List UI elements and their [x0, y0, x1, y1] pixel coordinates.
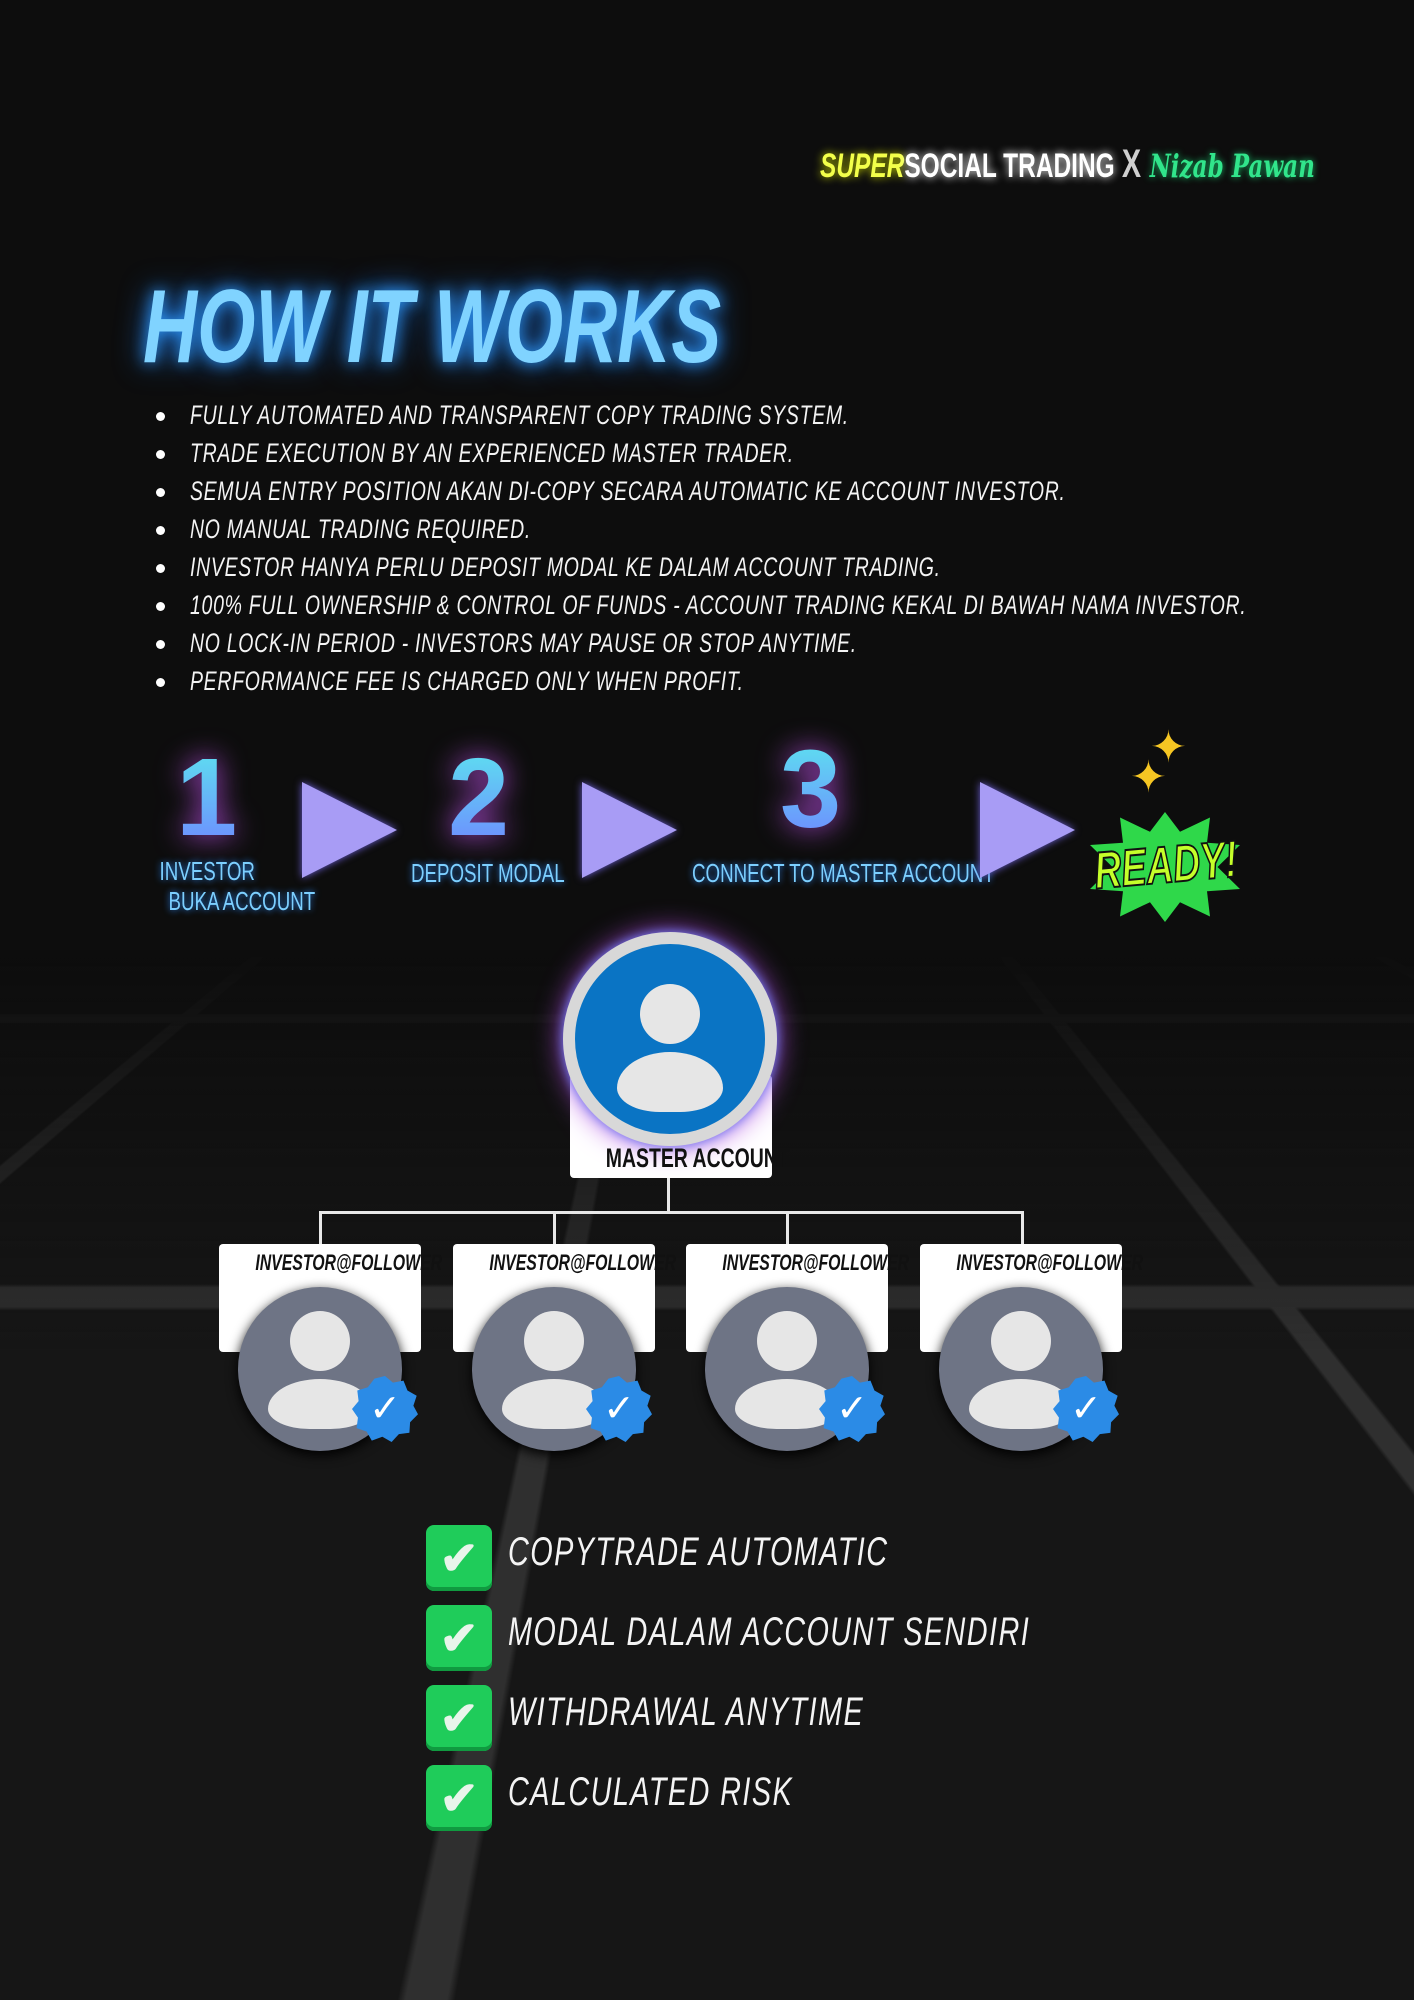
sparkle-icon: ✦: [1150, 723, 1187, 772]
check-icon: ✔: [426, 1605, 492, 1671]
follower-avatar-icon: [472, 1287, 636, 1451]
benefit-item: COPYTRADE AUTOMATIC: [508, 1530, 889, 1574]
master-account-label: MASTER ACCOUNT: [605, 1143, 790, 1173]
check-icon: ✔: [426, 1525, 492, 1591]
check-icon: ✔: [426, 1765, 492, 1831]
sparkle-icon: ✦: [1130, 753, 1167, 802]
step-1-number: 1: [176, 736, 238, 859]
page-title: HOW IT WORKS: [143, 269, 722, 385]
follower-label: INVESTOR@FOLLOWER: [489, 1250, 677, 1275]
list-item: 100% FULL OWNERSHIP & CONTROL OF FUNDS -…: [150, 586, 1414, 624]
arrow-icon: [582, 782, 677, 878]
connector-line: [667, 1178, 670, 1214]
list-item: PERFORMANCE FEE IS CHARGED ONLY WHEN PRO…: [150, 662, 1414, 700]
follower-label: INVESTOR@FOLLOWER: [255, 1250, 443, 1275]
step-2-number: 2: [448, 736, 510, 859]
step-2-label: DEPOSIT MODAL: [411, 858, 565, 888]
list-item: FULLY AUTOMATED AND TRANSPARENT COPY TRA…: [150, 396, 1414, 434]
benefit-item: CALCULATED RISK: [508, 1770, 794, 1814]
list-item: NO LOCK-IN PERIOD - INVESTORS MAY PAUSE …: [150, 624, 1414, 662]
follower-label: INVESTOR@FOLLOWER: [956, 1250, 1144, 1275]
arrow-icon: [980, 782, 1075, 878]
follower-label: INVESTOR@FOLLOWER: [722, 1250, 910, 1275]
arrow-icon: [302, 782, 397, 878]
step-3-number: 3: [780, 728, 842, 851]
benefit-item: MODAL DALAM ACCOUNT SENDIRI: [508, 1610, 1031, 1654]
benefit-item: WITHDRAWAL ANYTIME: [508, 1690, 865, 1734]
follower-avatar-icon: [238, 1287, 402, 1451]
step-3-label: CONNECT TO MASTER ACCOUNT: [692, 858, 995, 888]
feature-list: FULLY AUTOMATED AND TRANSPARENT COPY TRA…: [150, 396, 1414, 700]
list-item: SEMUA ENTRY POSITION AKAN DI-COPY SECARA…: [150, 472, 1414, 510]
master-avatar-icon: [563, 932, 777, 1146]
list-item: INVESTOR HANYA PERLU DEPOSIT MODAL KE DA…: [150, 548, 1414, 586]
list-item: NO MANUAL TRADING REQUIRED.: [150, 510, 1414, 548]
check-icon: ✔: [426, 1685, 492, 1751]
list-item: TRADE EXECUTION BY AN EXPERIENCED MASTER…: [150, 434, 1414, 472]
connector-line: [319, 1211, 1024, 1214]
